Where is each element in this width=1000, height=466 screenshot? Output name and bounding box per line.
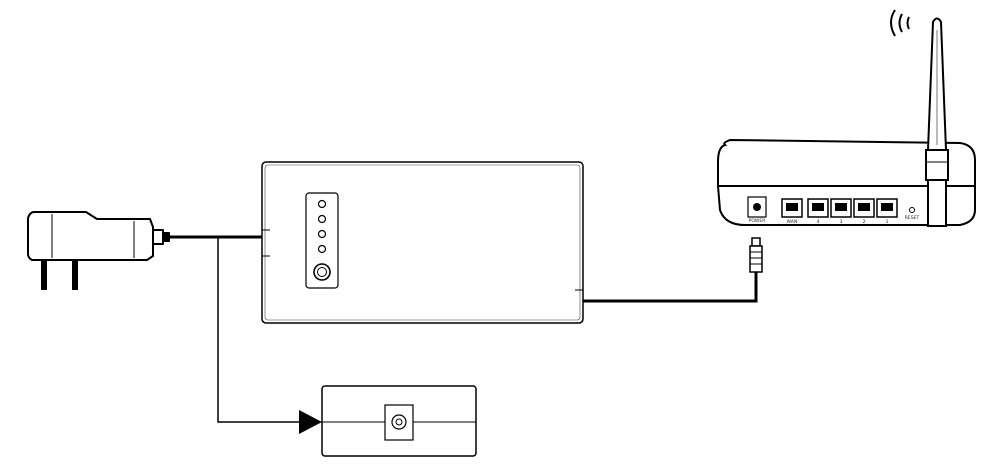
- mini-ups-unit-icon: [261, 161, 584, 324]
- ups-control-panel: [305, 192, 339, 289]
- router-port-label: 2: [863, 219, 866, 225]
- ups-led: [317, 229, 327, 239]
- arrow-right-icon: [299, 410, 322, 434]
- wifi-signal-waves-icon: [890, 9, 910, 37]
- router-port-label: 3: [840, 219, 843, 225]
- dc-jack-icon: [384, 404, 414, 441]
- router-port-label: POWER: [749, 218, 766, 224]
- router-power-plug: [749, 237, 763, 273]
- dc-jack-box: [321, 385, 477, 457]
- wireless-router-icon: POWER WAN 4 3 2 1 RESET: [716, 9, 976, 227]
- ups-led: [317, 199, 327, 209]
- power-adapter-plug-icon: [27, 211, 170, 290]
- branch-to-jack-cable: [217, 237, 300, 423]
- router-port-label: RESET: [905, 215, 920, 221]
- router-reset-button[interactable]: [909, 207, 915, 213]
- ups-power-button[interactable]: [313, 263, 331, 281]
- ups-led: [317, 214, 327, 224]
- ups-to-router-cable: [583, 272, 758, 303]
- ups-leds: [317, 199, 327, 254]
- cables: [165, 235, 758, 423]
- router-port-label: 4: [817, 219, 820, 225]
- ups-led: [317, 244, 327, 254]
- router-antenna: [925, 17, 949, 227]
- router-port-label: WAN: [787, 219, 798, 225]
- router-port-label: 1: [886, 219, 889, 225]
